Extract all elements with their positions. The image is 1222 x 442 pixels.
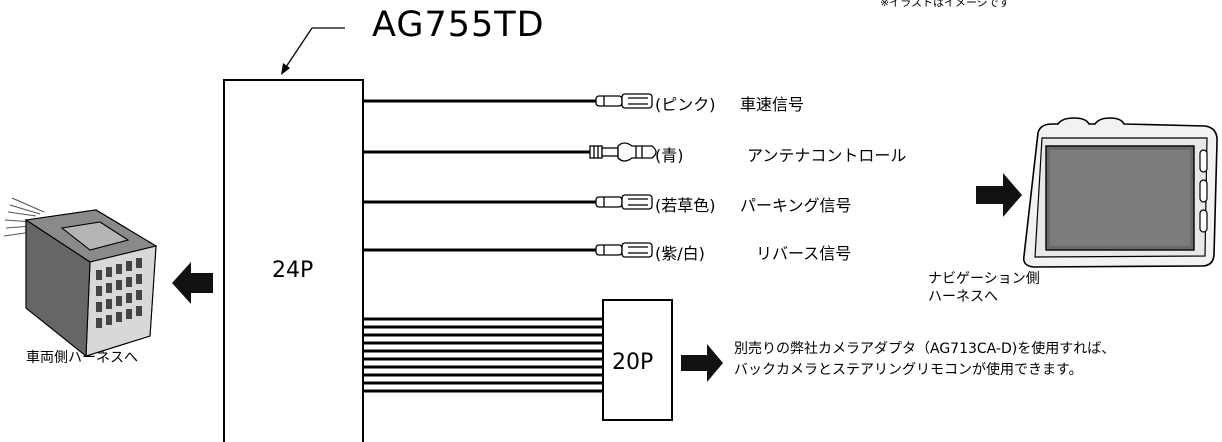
wire-terminal-4	[595, 242, 653, 258]
wire-signal-1: 車速信号	[740, 95, 805, 114]
arrow-left-icon	[172, 262, 213, 304]
illustration-note: ※イラストはイメージです	[880, 0, 1010, 9]
signal-wires	[363, 99, 596, 252]
arrow-right-icon	[681, 344, 723, 382]
arrow-right-icon	[976, 173, 1022, 217]
model-name: AG755TD	[372, 5, 545, 45]
wire-signal-4: リバース信号	[756, 244, 852, 263]
vehicle-harness-label: 車両側ハーネスへ	[26, 350, 138, 366]
wire-color-4: (紫/白)	[655, 244, 705, 263]
wire-color-1: (ピンク)	[655, 95, 716, 114]
camera-adapter-text-line-2: バックカメラとステアリングリモコンが使用できます。	[734, 362, 1083, 378]
sub-connector-box	[602, 299, 673, 421]
navigation-harness-label-line-1: ナビゲーション側	[928, 271, 1040, 287]
wire-terminal-1	[595, 93, 653, 109]
wire-color-3: (若草色)	[655, 196, 716, 215]
wire-bundle	[363, 317, 603, 393]
wire-terminal-3	[595, 194, 653, 210]
wire-signal-2: アンテナコントロール	[747, 146, 907, 165]
wire-color-2: (青)	[655, 146, 684, 165]
wire-terminal-2	[589, 142, 657, 162]
sub-connector-label: 20P	[612, 350, 654, 375]
vehicle-connector-illustration	[3, 197, 158, 358]
navigation-harness-label-line-2: ハーネスへ	[928, 289, 998, 305]
wire-signal-3: パーキング信号	[740, 196, 852, 215]
main-connector-box	[223, 79, 364, 442]
model-leader-line	[281, 27, 345, 75]
navigation-unit-illustration	[1022, 117, 1218, 268]
main-connector-label: 24P	[272, 258, 314, 283]
camera-adapter-text-line-1: 別売りの弊社カメラアダプタ（AG713CA-D)を使用すれば、	[734, 341, 1116, 357]
